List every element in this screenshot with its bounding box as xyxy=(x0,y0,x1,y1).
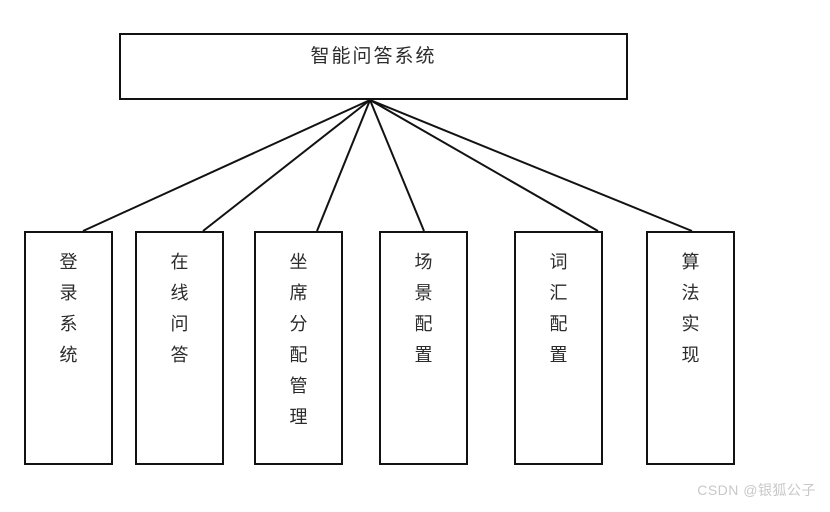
root-node-box[interactable]: 智能问答系统 xyxy=(119,33,628,100)
leaf-node-box-seat-allocation-management[interactable]: 坐席分配管理 xyxy=(254,231,343,465)
leaf-node-label: 登录系统 xyxy=(26,247,111,371)
leaf-label-char: 配 xyxy=(549,314,568,334)
leaf-label-char: 在 xyxy=(170,252,189,272)
connector-line xyxy=(369,99,425,232)
leaf-label-char: 场 xyxy=(414,252,433,272)
root-node-label: 智能问答系统 xyxy=(310,46,437,67)
leaf-label-char: 席 xyxy=(289,283,308,303)
leaf-label-char: 置 xyxy=(414,345,433,365)
leaf-node-label: 在线问答 xyxy=(137,247,222,371)
leaf-label-char: 置 xyxy=(549,345,568,365)
connector-line xyxy=(82,99,371,232)
leaf-node-label: 算法实现 xyxy=(648,247,733,371)
leaf-label-char: 词 xyxy=(549,252,568,272)
leaf-node-box-algorithm-implementation[interactable]: 算法实现 xyxy=(646,231,735,465)
leaf-label-char: 答 xyxy=(170,345,189,365)
leaf-node-box-vocabulary-configuration[interactable]: 词汇配置 xyxy=(514,231,603,465)
leaf-label-char: 坐 xyxy=(289,252,308,272)
leaf-node-label: 坐席分配管理 xyxy=(256,247,341,433)
leaf-label-char: 配 xyxy=(289,345,308,365)
leaf-label-char: 景 xyxy=(414,283,433,303)
leaf-label-char: 登 xyxy=(59,252,78,272)
leaf-node-box-scenario-configuration[interactable]: 场景配置 xyxy=(379,231,468,465)
connector-line xyxy=(369,99,693,232)
leaf-label-char: 统 xyxy=(59,345,78,365)
leaf-label-char: 算 xyxy=(681,252,700,272)
leaf-label-char: 汇 xyxy=(549,283,568,303)
leaf-label-char: 现 xyxy=(681,345,700,365)
connector-line xyxy=(202,99,371,232)
leaf-label-char: 录 xyxy=(59,283,78,303)
leaf-label-char: 法 xyxy=(681,283,700,303)
leaf-label-char: 实 xyxy=(681,314,700,334)
leaf-node-label: 场景配置 xyxy=(381,247,466,371)
leaf-label-char: 管 xyxy=(289,376,308,396)
leaf-label-char: 配 xyxy=(414,314,433,334)
leaf-node-label: 词汇配置 xyxy=(516,247,601,371)
csdn-watermark: CSDN @银狐公子 xyxy=(697,482,816,498)
connector-line xyxy=(369,99,599,232)
leaf-node-box-login-system[interactable]: 登录系统 xyxy=(24,231,113,465)
leaf-node-box-online-qa[interactable]: 在线问答 xyxy=(135,231,224,465)
leaf-label-char: 问 xyxy=(170,314,189,334)
leaf-label-char: 理 xyxy=(289,407,308,427)
connector-line xyxy=(316,99,371,232)
leaf-label-char: 分 xyxy=(289,314,308,334)
leaf-label-char: 线 xyxy=(170,283,189,303)
leaf-label-char: 系 xyxy=(59,314,78,334)
